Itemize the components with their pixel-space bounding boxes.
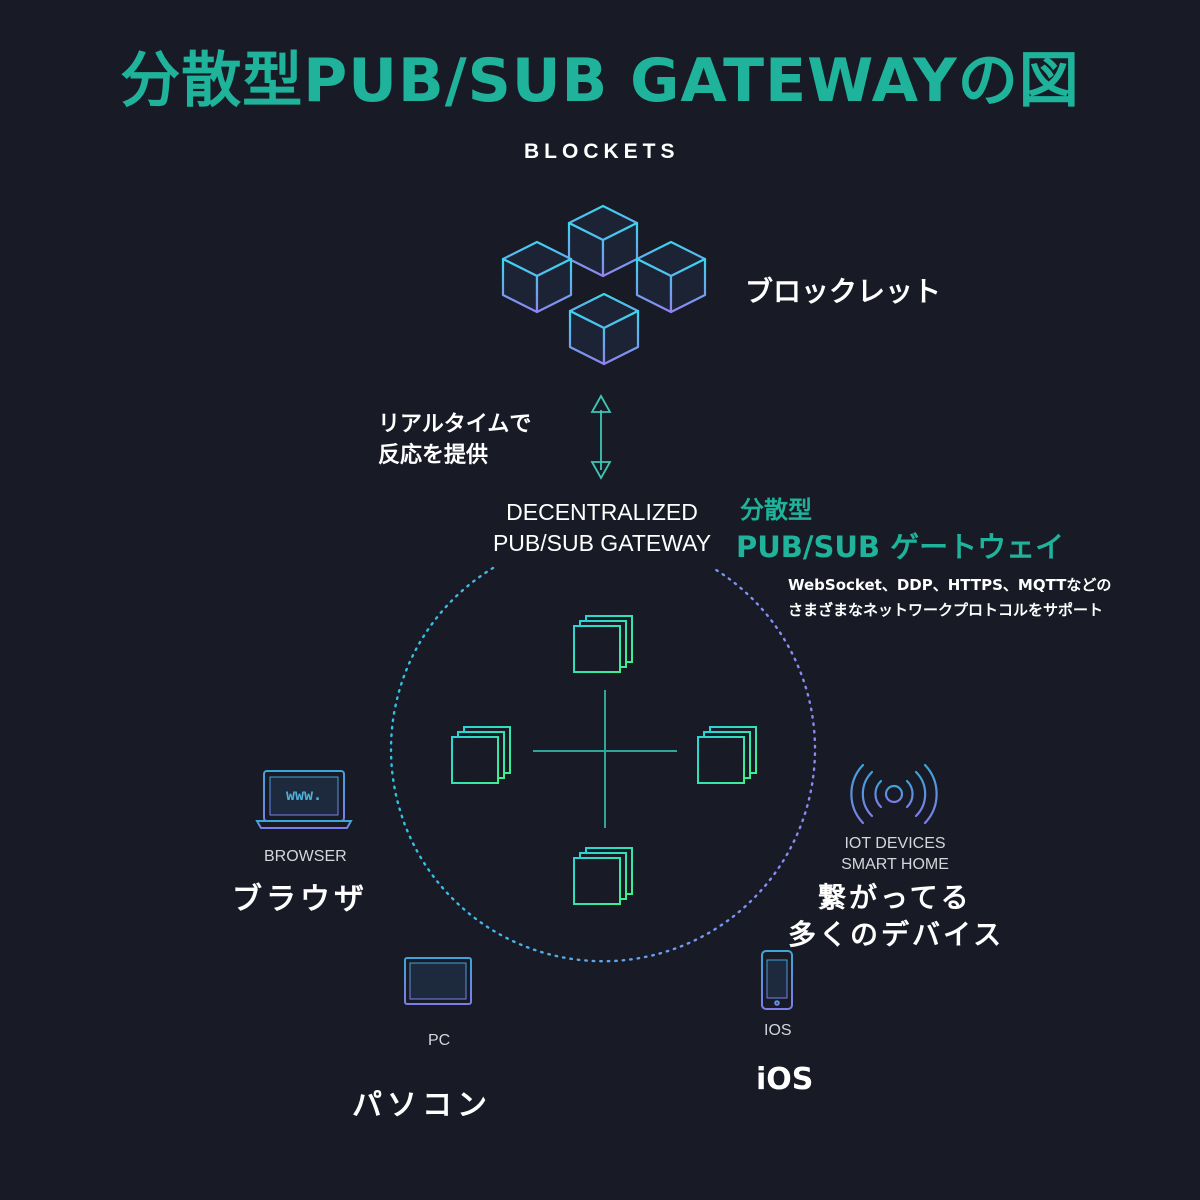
pc-label-jp: パソコン bbox=[352, 1088, 492, 1123]
blocklet-cubes-icon bbox=[501, 204, 707, 366]
gateway-node-bottom-icon bbox=[573, 847, 633, 905]
gateway-ring bbox=[389, 566, 817, 963]
blockets-label-jp: ブロックレット bbox=[745, 275, 942, 308]
ios-label: IOS bbox=[764, 1022, 792, 1039]
connector-label-line2: 反応を提供 bbox=[378, 443, 489, 468]
pc-label: PC bbox=[428, 1032, 451, 1049]
gateway-node-top-icon bbox=[573, 615, 633, 673]
protocols-note-line2: さまざまなネットワークプロトコルをサポート bbox=[788, 601, 1104, 619]
smartphone-icon bbox=[761, 950, 793, 1010]
protocols-note-line1: WebSocket、DDP、HTTPS、MQTTなどの bbox=[788, 576, 1112, 594]
blockets-label: BLOCKETS bbox=[524, 140, 680, 163]
browser-screen-text: www. bbox=[285, 786, 323, 804]
iot-label-line1: IOT DEVICES bbox=[844, 835, 946, 852]
iot-label-line2: SMART HOME bbox=[841, 856, 949, 873]
gateway-node-right-icon bbox=[697, 726, 757, 784]
laptop-icon bbox=[255, 770, 353, 829]
broadcast-icon bbox=[850, 763, 938, 825]
connector-label-line1: リアルタイムで bbox=[378, 412, 532, 437]
gateway-label-line2: PUB/SUB GATEWAY bbox=[492, 530, 712, 556]
gateway-label-line1: DECENTRALIZED bbox=[506, 499, 698, 525]
gateway-label-jp-line1: 分散型 bbox=[740, 496, 812, 524]
diagram-title: 分散型PUB/SUB GATEWAYの図 bbox=[120, 46, 1080, 116]
gateway-cross-lines bbox=[533, 690, 677, 828]
browser-label-jp: ブラウザ bbox=[232, 882, 368, 917]
iot-label-jp-line1: 繋がってる bbox=[818, 881, 972, 914]
iot-label-jp-line2: 多くのデバイス bbox=[788, 918, 1005, 951]
bidirectional-arrow-icon bbox=[590, 394, 612, 480]
gateway-label-jp-line2: PUB/SUB ゲートウェイ bbox=[736, 530, 1065, 564]
ios-label-jp: iOS bbox=[756, 1062, 814, 1097]
monitor-icon bbox=[404, 957, 472, 1014]
browser-label: BROWSER bbox=[264, 848, 347, 865]
gateway-node-left-icon bbox=[451, 726, 511, 784]
